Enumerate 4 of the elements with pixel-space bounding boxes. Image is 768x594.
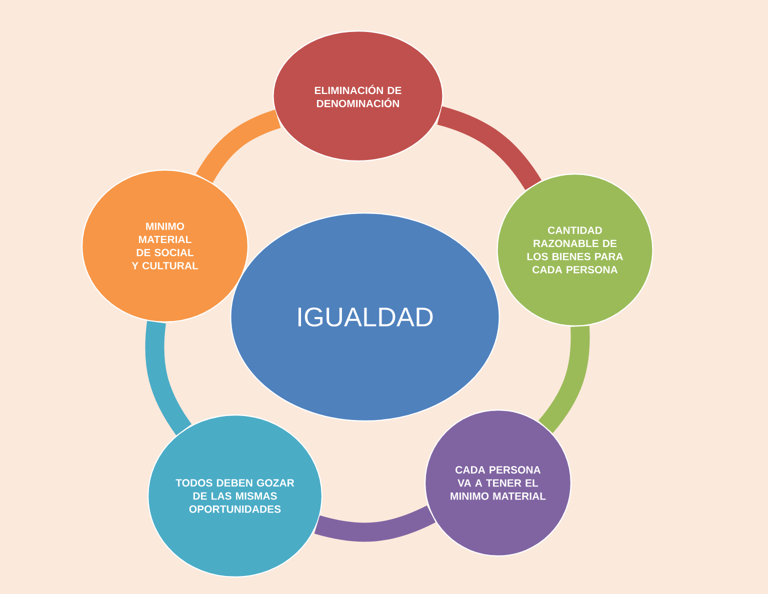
ring-arc <box>437 106 542 190</box>
ring-arc <box>145 321 192 436</box>
ring-arc <box>314 505 436 542</box>
ring-arc <box>538 326 590 433</box>
